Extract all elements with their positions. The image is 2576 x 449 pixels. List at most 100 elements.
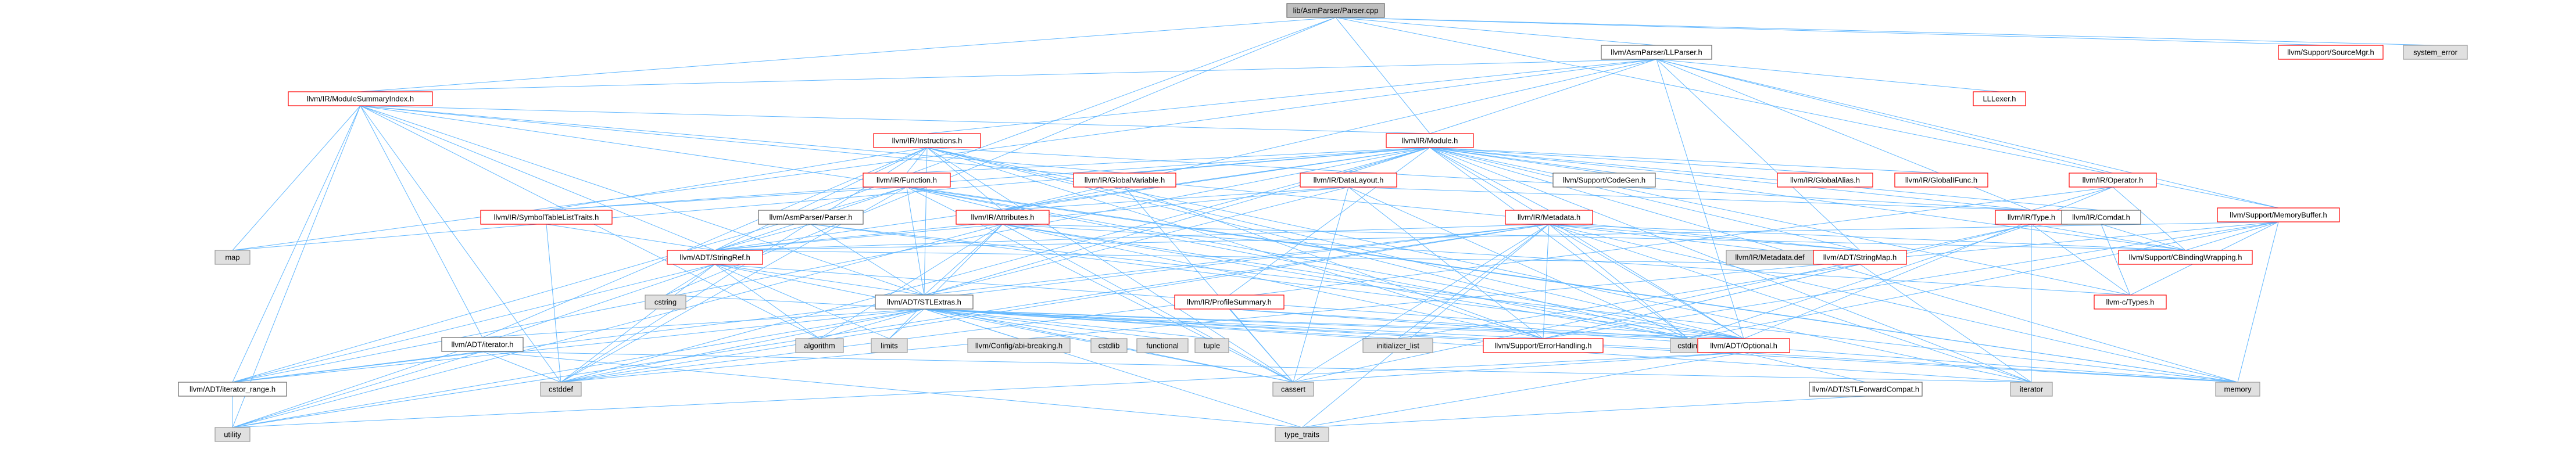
edge-function-to-symtab xyxy=(546,186,907,211)
node-comdat[interactable]: llvm/IR/Comdat.h xyxy=(2061,210,2141,225)
node-box-configabi xyxy=(967,338,1071,353)
edge-metadata-to-cstddef xyxy=(560,224,1550,383)
node-limits: limits xyxy=(871,338,908,353)
node-box-metadata xyxy=(1505,210,1593,225)
edge-instructions-to-function xyxy=(906,147,928,174)
node-stringref[interactable]: llvm/ADT/StringRef.h xyxy=(667,250,763,265)
node-typetraits: type_traits xyxy=(1275,427,1329,442)
node-instructions[interactable]: llvm/IR/Instructions.h xyxy=(873,133,981,148)
node-globalifunc[interactable]: llvm/IR/GlobalIFunc.h xyxy=(1894,173,1988,188)
edge-adtiterator-to-iteratorrange xyxy=(232,351,483,383)
edge-module-to-map xyxy=(232,147,1430,251)
edge-stlextras-to-tuple xyxy=(924,308,1212,339)
node-box-comdat xyxy=(2061,210,2141,225)
node-cbinding[interactable]: llvm/Support/CBindingWrapping.h xyxy=(2118,250,2253,265)
node-label-metadatadef: llvm/IR/Metadata.def xyxy=(1735,253,1805,262)
edge-operator-to-type xyxy=(2031,186,2113,211)
edge-modsum-to-adtiterator xyxy=(360,105,483,338)
edge-modsum-to-module xyxy=(360,105,1430,134)
node-box-functional xyxy=(1136,338,1189,353)
node-label-iterator: iterator xyxy=(2020,385,2044,394)
node-adtiterator[interactable]: llvm/ADT/iterator.h xyxy=(441,337,524,352)
node-stlforward[interactable]: llvm/ADT/STLForwardCompat.h xyxy=(1809,382,1923,397)
edge-metadata-to-stringref xyxy=(714,224,1550,251)
node-function[interactable]: llvm/IR/Function.h xyxy=(863,173,951,188)
node-codegen[interactable]: llvm/Support/CodeGen.h xyxy=(1552,173,1656,188)
edge-memorybuffer-to-memory xyxy=(2237,221,2279,383)
edge-module-to-globalalias xyxy=(1429,147,1826,174)
node-label-functional: functional xyxy=(1146,342,1179,350)
edge-function-to-memory xyxy=(906,186,2238,383)
node-box-profilesummary xyxy=(1174,294,1285,310)
node-module[interactable]: llvm/IR/Module.h xyxy=(1386,133,1474,148)
node-box-adtiterator xyxy=(441,337,524,352)
edge-llparser-to-modsum xyxy=(360,59,1657,92)
node-profilesummary[interactable]: llvm/IR/ProfileSummary.h xyxy=(1174,294,1285,310)
node-globalvariable[interactable]: llvm/IR/GlobalVariable.h xyxy=(1073,173,1176,188)
node-label-configabi: llvm/Config/abi-breaking.h xyxy=(975,342,1062,350)
node-llparser[interactable]: llvm/AsmParser/LLParser.h xyxy=(1601,45,1712,60)
edge-adtiterator-to-typetraits xyxy=(482,351,1303,428)
node-label-optional: llvm/ADT/Optional.h xyxy=(1710,342,1777,350)
edge-module-to-codegen xyxy=(1429,147,1605,174)
edge-instructions-to-errorhandling xyxy=(926,147,1544,339)
node-sourcemgr[interactable]: llvm/Support/SourceMgr.h xyxy=(2278,45,2384,60)
node-label-profilesummary: llvm/IR/ProfileSummary.h xyxy=(1187,298,1272,307)
edge-llparser-to-module xyxy=(1429,59,1657,134)
node-box-symtab xyxy=(480,210,613,225)
node-type[interactable]: llvm/IR/Type.h xyxy=(1995,210,2068,225)
node-box-ctypes xyxy=(2094,294,2167,310)
node-label-tuple: tuple xyxy=(1204,342,1220,350)
edge-llparser-to-attributes xyxy=(1002,59,1657,211)
node-metadata[interactable]: llvm/IR/Metadata.h xyxy=(1505,210,1593,225)
node-globalalias[interactable]: llvm/IR/GlobalAlias.h xyxy=(1777,173,1873,188)
node-symtab[interactable]: llvm/IR/SymbolTableListTraits.h xyxy=(480,210,613,225)
edge-module-to-metadata xyxy=(1429,147,1550,211)
edge-memorybuffer-to-stringref xyxy=(714,221,2279,251)
node-operator[interactable]: llvm/IR/Operator.h xyxy=(2069,173,2157,188)
node-asmparserparser[interactable]: llvm/AsmParser/Parser.h xyxy=(758,210,864,225)
node-datalayout[interactable]: llvm/IR/DataLayout.h xyxy=(1300,173,1397,188)
node-attributes[interactable]: llvm/IR/Attributes.h xyxy=(956,210,1050,225)
node-lllexer[interactable]: LLLexer.h xyxy=(1973,91,2026,106)
node-stringmap[interactable]: llvm/ADT/StringMap.h xyxy=(1813,250,1907,265)
edge-comdat-to-cbinding xyxy=(2101,224,2186,251)
edge-module-to-stringref xyxy=(714,147,1430,251)
node-box-root xyxy=(1286,3,1385,18)
edge-module-to-ctypes xyxy=(1429,147,2131,296)
edge-asmparserparser-to-memory xyxy=(810,224,2238,383)
node-memorybuffer[interactable]: llvm/Support/MemoryBuffer.h xyxy=(2217,207,2340,222)
node-label-adtiterator: llvm/ADT/iterator.h xyxy=(452,340,514,349)
node-label-cstdint: cstdint xyxy=(1677,342,1700,350)
edge-type-to-cassert xyxy=(1293,224,2032,383)
edge-memorybuffer-to-cbinding xyxy=(2185,221,2279,251)
edge-stlforward-to-typetraits xyxy=(1301,396,1866,428)
edge-stlextras-to-limits xyxy=(889,308,925,339)
node-box-datalayout xyxy=(1300,173,1397,188)
edge-optional-to-cassert xyxy=(1293,352,1744,383)
edge-datalayout-to-errorhandling xyxy=(1348,186,1544,339)
edge-llparser-to-operator xyxy=(1656,59,2113,174)
node-ctypes[interactable]: llvm-c/Types.h xyxy=(2094,294,2167,310)
node-iteratorrange[interactable]: llvm/ADT/iterator_range.h xyxy=(178,382,287,397)
node-box-optional xyxy=(1697,338,1790,353)
edge-llparser-to-type xyxy=(1656,59,2032,211)
node-box-cstring xyxy=(645,294,686,310)
node-label-memory: memory xyxy=(2224,385,2252,394)
edge-stringref-to-cstddef xyxy=(560,264,715,383)
node-label-modsum: llvm/IR/ModuleSummaryIndex.h xyxy=(307,95,414,103)
node-box-operator xyxy=(2069,173,2157,188)
edge-datalayout-to-stlextras xyxy=(924,186,1349,296)
edge-metadata-to-stringmap xyxy=(1548,224,1861,251)
edge-adtiterator-to-utility xyxy=(232,351,483,428)
node-modsum[interactable]: llvm/IR/ModuleSummaryIndex.h xyxy=(288,91,433,106)
edge-attributes-to-errorhandling xyxy=(1002,224,1544,339)
edge-optional-to-utility xyxy=(232,352,1744,428)
edge-stlextras-to-errorhandling xyxy=(924,308,1544,339)
node-optional[interactable]: llvm/ADT/Optional.h xyxy=(1697,338,1790,353)
node-stlextras[interactable]: llvm/ADT/STLExtras.h xyxy=(875,294,974,310)
node-root[interactable]: lib/AsmParser/Parser.cpp xyxy=(1286,3,1385,18)
edge-attributes-to-stringref xyxy=(714,224,1003,251)
node-errorhandling[interactable]: llvm/Support/ErrorHandling.h xyxy=(1483,338,1604,353)
node-box-system_error xyxy=(2403,45,2468,60)
